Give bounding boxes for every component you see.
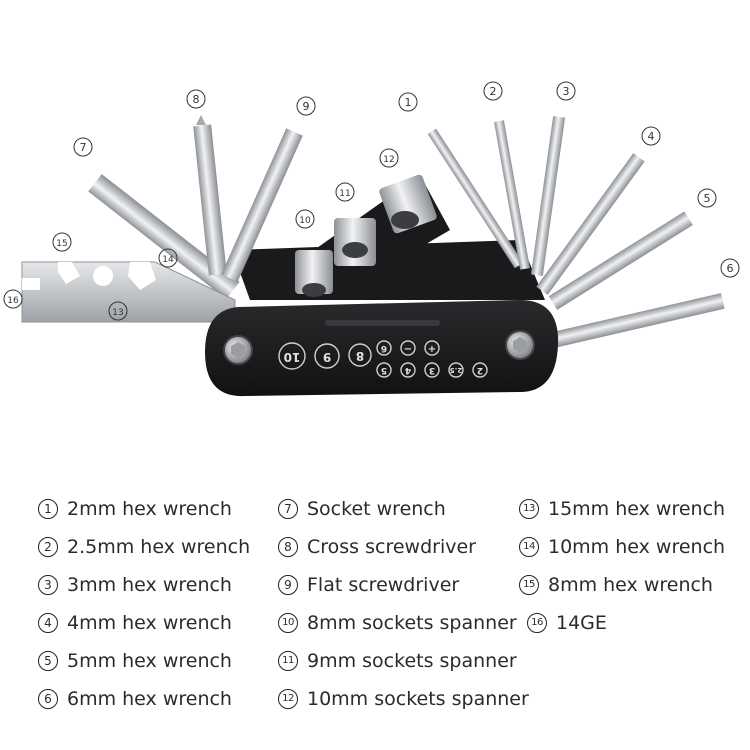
legend-item-6: 6 6mm hex wrench [38, 687, 232, 711]
legend-number: 6 [38, 689, 58, 709]
legend-item-3: 3 3mm hex wrench [38, 573, 232, 597]
hex-wrench-1-tool [427, 128, 524, 269]
legend-item-15: 15 8mm hex wrench [519, 573, 713, 597]
socket-10mm [379, 174, 437, 234]
hex-wrench-5-tool [548, 211, 693, 310]
hex-wrench-2-tool [494, 120, 530, 270]
legend-item-9: 9 Flat screwdriver [278, 573, 459, 597]
legend-label: 5mm hex wrench [67, 650, 232, 672]
legend-item-16: 16 14GE [527, 611, 607, 635]
main-body: 10 9 8 6 − + 5 4 3 2.5 2 [205, 300, 559, 397]
hex-wrench-4-tool [536, 153, 645, 295]
marking-plus: + [428, 344, 436, 355]
legend-item-14: 14 10mm hex wrench [519, 535, 725, 559]
legend-item-4: 4 4mm hex wrench [38, 611, 232, 635]
legend-number: 11 [278, 651, 298, 671]
callout-10: 10 [299, 216, 311, 226]
legend-item-2: 2 2.5mm hex wrench [38, 535, 250, 559]
marking-socket-8: 8 [356, 349, 364, 363]
legend-item-5: 5 5mm hex wrench [38, 649, 232, 673]
legend-label: 14GE [556, 612, 607, 634]
callout-15: 15 [56, 239, 67, 249]
legend-number: 15 [519, 575, 539, 595]
callout-2: 2 [490, 85, 497, 98]
socket-wrench-tool [88, 174, 240, 300]
legend-label: 15mm hex wrench [548, 498, 726, 520]
legend-number: 5 [38, 651, 58, 671]
legend-label: 8mm hex wrench [548, 574, 713, 596]
legend-label: 10mm sockets spanner [307, 688, 529, 710]
callout-4: 4 [648, 130, 655, 143]
legend-item-13: 13 15mm hex wrench [519, 497, 725, 521]
flat-screwdriver-tool [221, 128, 303, 282]
callout-11: 11 [339, 189, 350, 199]
callout-13: 13 [112, 308, 123, 318]
callout-3: 3 [563, 85, 570, 98]
legend-label: 8mm sockets spanner [307, 612, 517, 634]
legend-number: 7 [278, 499, 298, 519]
callout-6: 6 [727, 262, 734, 275]
legend-label: 3mm hex wrench [67, 574, 232, 596]
marking-minus: − [404, 344, 412, 355]
legend-label: 6mm hex wrench [67, 688, 232, 710]
legend-number: 14 [519, 537, 539, 557]
legend-number: 3 [38, 575, 58, 595]
marking-hex-4: 4 [405, 365, 411, 375]
marking-hex-2-5: 2.5 [450, 366, 463, 374]
marking-hex-6: 6 [381, 343, 387, 353]
legend-item-11: 11 9mm sockets spanner [278, 649, 517, 673]
legend-label: Flat screwdriver [307, 574, 460, 596]
callout-1: 1 [405, 96, 412, 109]
legend-label: 10mm hex wrench [548, 536, 726, 558]
socket-8mm [295, 250, 333, 297]
marking-hex-2: 2 [477, 365, 483, 375]
legend-label: 2.5mm hex wrench [67, 536, 251, 558]
multitool-photo: 10 9 8 6 − + 5 4 3 2.5 2 1 2 [3, 81, 740, 397]
callout-5: 5 [704, 192, 711, 205]
legend-number: 8 [278, 537, 298, 557]
hex-wrench-3-tool [530, 115, 566, 277]
marking-socket-9: 9 [323, 350, 331, 364]
callout-14: 14 [162, 255, 174, 265]
callout-8: 8 [193, 93, 200, 106]
legend-number: 1 [38, 499, 58, 519]
legend-label: Cross screwdriver [307, 536, 476, 558]
marking-socket-10: 10 [284, 350, 301, 364]
legend-number: 2 [38, 537, 58, 557]
legend-item-10: 10 8mm sockets spanner [278, 611, 517, 635]
callout-7: 7 [80, 141, 87, 154]
spanner-plate-tool [21, 261, 236, 323]
legend-label: 2mm hex wrench [67, 498, 232, 520]
legend-number: 13 [519, 499, 539, 519]
legend-item-1: 1 2mm hex wrench [38, 497, 232, 521]
legend-label: 4mm hex wrench [67, 612, 232, 634]
legend-number: 12 [278, 689, 298, 709]
legend-label: 9mm sockets spanner [307, 650, 517, 672]
cross-screwdriver-tool [193, 115, 227, 276]
callout-12: 12 [383, 155, 394, 165]
legend-number: 10 [278, 613, 298, 633]
marking-hex-5: 5 [381, 365, 387, 375]
callouts [3, 81, 740, 321]
legend-item-8: 8 Cross screwdriver [278, 535, 476, 559]
marking-hex-3: 3 [429, 365, 435, 375]
callout-16: 16 [7, 296, 19, 306]
callout-9: 9 [303, 100, 310, 113]
legend-number: 9 [278, 575, 298, 595]
legend-number: 16 [527, 613, 547, 633]
legend-item-12: 12 10mm sockets spanner [278, 687, 529, 711]
legend-number: 4 [38, 613, 58, 633]
legend-item-7: 7 Socket wrench [278, 497, 446, 521]
hex-wrench-6-tool [550, 293, 725, 349]
legend-label: Socket wrench [307, 498, 446, 520]
socket-9mm [334, 218, 376, 266]
